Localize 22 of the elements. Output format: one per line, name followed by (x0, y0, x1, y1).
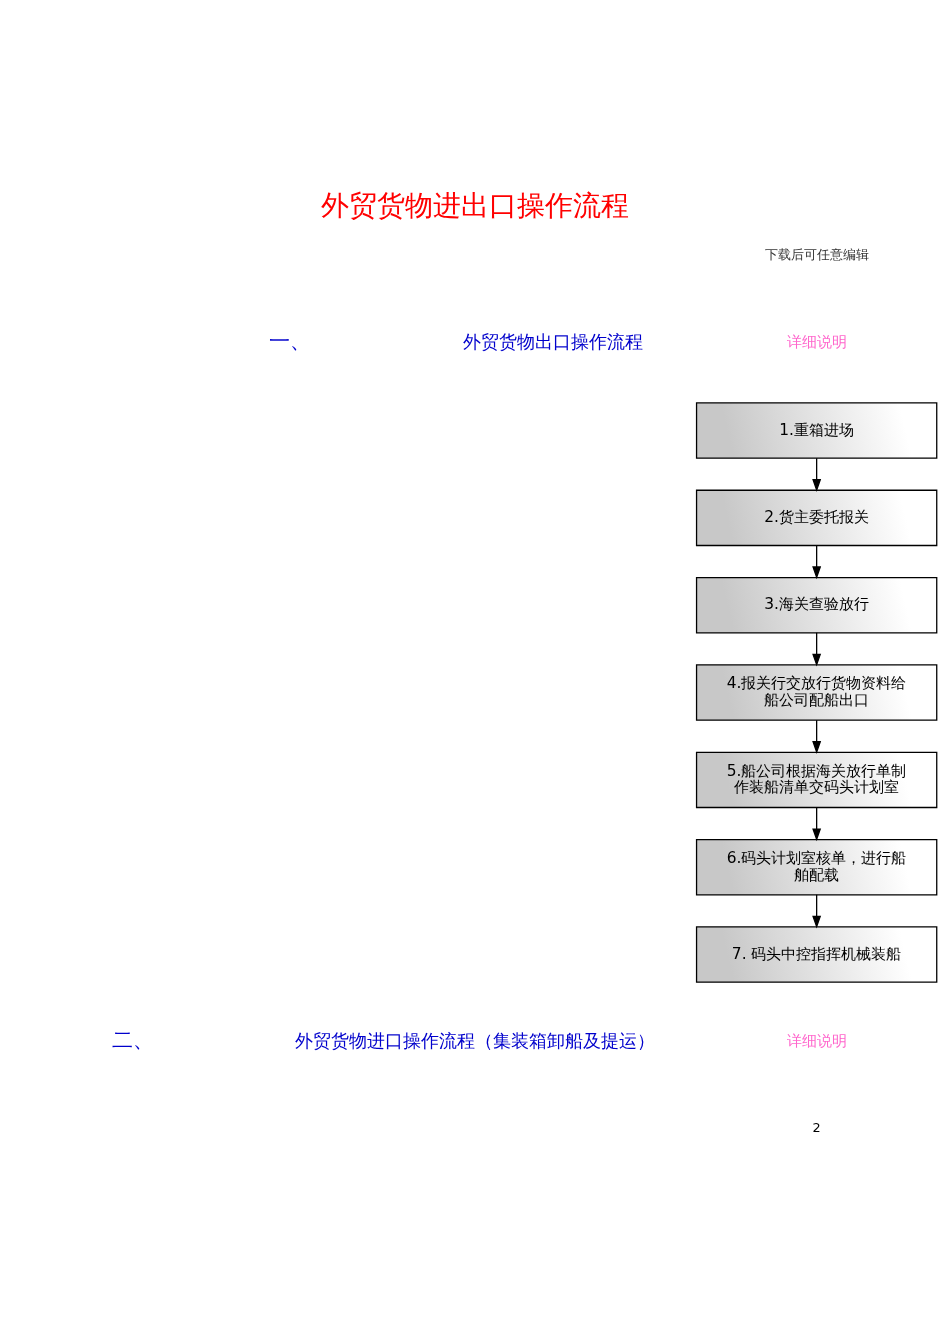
arrow (812, 632, 822, 667)
label: 一、 (269, 329, 312, 354)
node-box: 4.报关行交放行货物资料给船公司配船出口 (695, 664, 938, 721)
label: 详细说明 (786, 1031, 847, 1050)
label: 外贸货物出口操作流程 (463, 330, 644, 352)
node-box: 3.海关查验放行 (695, 576, 938, 634)
arrow (812, 806, 822, 842)
node-box: 1.重箱进场 (695, 402, 938, 459)
arrow (812, 544, 822, 580)
node-box: 2.货主委托报关 (695, 489, 938, 547)
label: 2 (812, 1120, 821, 1136)
node-box: 5.船公司根据海关放行单制作装船清单交码头计划室 (695, 751, 938, 809)
arrow (812, 719, 822, 754)
node-box: 6.码头计划室核单，进行船舶配载 (695, 838, 938, 896)
diagram-title: 外贸货物进出口操作流程 (321, 188, 629, 222)
label: 下载后可任意编辑 (764, 247, 869, 263)
label: 外贸货物进口操作流程（集装箱卸船及提运） (295, 1029, 655, 1051)
label: 二、 (112, 1027, 155, 1052)
arrow (812, 894, 822, 929)
arrow (812, 457, 822, 492)
node-box: 7. 码头中控指挥机械装船 (695, 926, 938, 983)
label: 详细说明 (786, 333, 847, 352)
